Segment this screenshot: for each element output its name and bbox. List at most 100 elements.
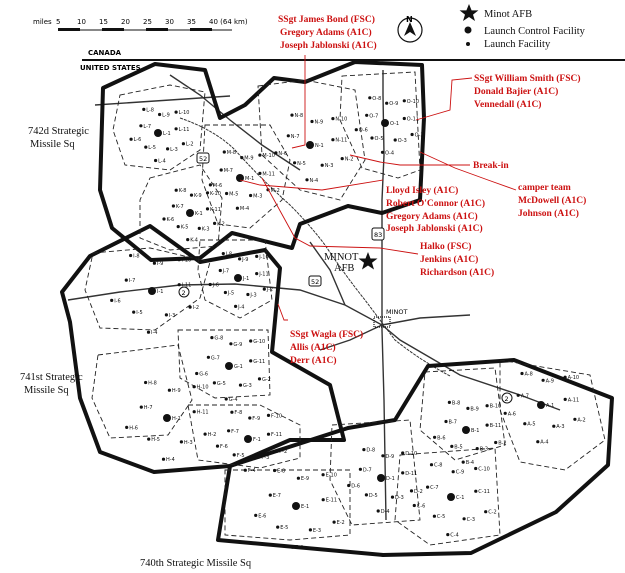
launch-site-dot: [208, 183, 212, 187]
launch-site-label: L-4: [158, 159, 166, 165]
launch-site-dot: [254, 513, 258, 518]
launch-site-label: D-9: [385, 454, 394, 460]
launch-site-label: I-7: [129, 278, 135, 284]
launch-site-label: J-3: [249, 293, 256, 299]
launch-site-label: H-10: [197, 385, 209, 391]
launch-control-label: F-1: [253, 437, 261, 443]
launch-site-label: B-6: [437, 435, 445, 441]
launch-site-dot: [266, 432, 271, 436]
launch-site-dot: [240, 156, 244, 160]
launch-site-dot: [332, 520, 336, 524]
launch-site-label: O-11: [407, 117, 419, 123]
launch-site-dot: [257, 377, 262, 381]
launch-site-dot: [331, 117, 335, 121]
launch-site-label: J-4: [237, 304, 244, 310]
launch-control-dot: [537, 401, 545, 409]
launch-site-label: B-7: [449, 420, 457, 426]
launch-site-dot: [255, 254, 259, 258]
launch-site-dot: [390, 495, 395, 499]
launch-site-label: L-10: [179, 110, 190, 116]
launch-site-dot: [401, 451, 405, 455]
annotation-line: Halko (FSC): [420, 241, 471, 252]
launch-site-dot: [274, 151, 278, 155]
launch-site-label: C-5: [437, 514, 445, 520]
launch-site-label: J-5: [227, 291, 234, 297]
launch-control-dot: [186, 209, 194, 217]
launch-site-label: M-4: [240, 206, 249, 212]
launch-site-label: E-8: [277, 469, 285, 475]
launch-site-dot: [176, 225, 180, 229]
launch-site-dot: [466, 406, 470, 410]
boundary-740th-squadron: [216, 358, 614, 557]
launch-site-label: A-4: [540, 440, 548, 446]
launch-site-dot: [225, 191, 229, 196]
launch-site-dot: [485, 404, 489, 408]
launch-site-label: D-8: [366, 448, 375, 454]
launch-site-label: H-2: [208, 432, 217, 438]
launch-control-dot: [462, 426, 470, 434]
launch-site-dot: [129, 137, 133, 141]
launch-site-label: A-10: [568, 375, 579, 381]
launch-site-dot: [296, 476, 300, 480]
launch-site-label: O-9: [389, 101, 398, 107]
small-dot-icon: [466, 42, 470, 46]
launch-site-dot: [450, 444, 454, 448]
launch-site-dot: [174, 127, 178, 131]
launch-site-label: H-9: [172, 388, 181, 394]
launch-site-label: A-11: [568, 397, 579, 403]
launch-site-dot: [563, 375, 567, 379]
launch-control-dot: [163, 414, 171, 422]
launch-site-label: L-7: [143, 124, 151, 130]
svg-text:83: 83: [374, 231, 382, 239]
launch-control-label: I-1: [157, 289, 163, 295]
launch-control-dot: [225, 362, 233, 370]
launch-site-dot: [221, 252, 225, 256]
launch-site-dot: [192, 410, 196, 414]
launch-control-label: L-1: [163, 131, 171, 137]
legend-label-lcf: Launch Control Facility: [484, 26, 586, 37]
launch-site-label: M-7: [224, 168, 233, 174]
launch-site-dot: [563, 397, 567, 401]
annotation-line: McDowell (A1C): [518, 195, 586, 206]
launch-site-label: M-9: [244, 156, 253, 162]
launch-site-dot: [186, 238, 190, 242]
launch-site-label: D-5: [369, 493, 378, 499]
launch-site-dot: [144, 380, 148, 385]
scale-tick-15: 15: [99, 18, 108, 26]
launch-site-dot: [474, 489, 478, 493]
boundary-742d-squadron: [98, 60, 426, 262]
launch-site-label: C-2: [488, 510, 496, 516]
launch-site-dot: [268, 493, 272, 497]
launch-site-dot: [305, 178, 309, 182]
launch-site-dot: [370, 136, 374, 140]
launch-site-label: J-10: [258, 254, 268, 260]
launch-site-dot: [171, 204, 175, 208]
international-border: CANADA UNITED STATES: [80, 49, 625, 72]
launch-site-label: C-11: [478, 489, 490, 495]
launch-site-dot: [124, 278, 128, 282]
filled-dot-icon: [464, 26, 472, 34]
legend-label-minot-afb: Minot AFB: [484, 9, 532, 20]
launch-site-label: E-10: [326, 473, 337, 479]
annotation-line: camper team: [518, 183, 571, 193]
launch-site-dot: [189, 193, 194, 197]
launch-site-label: H-6: [129, 425, 138, 431]
launch-site-dot: [446, 533, 450, 537]
launch-control-label: A-1: [546, 403, 554, 409]
launch-site-dot: [262, 287, 266, 291]
launch-site-label: H-11: [197, 410, 209, 416]
launch-site-dot: [174, 188, 178, 192]
annotation-leaders: [239, 55, 517, 321]
launch-site-label: G-3: [243, 383, 252, 389]
highway-shield-2b: 2: [501, 392, 513, 404]
launch-site-label: L-2: [186, 142, 194, 148]
minot-afb-label-line1: MINOT: [324, 252, 359, 263]
annotation-line: Allis (A1C): [290, 342, 336, 353]
launch-site-dot: [310, 119, 314, 124]
launch-site-dot: [340, 157, 344, 161]
launch-site-label: O-2: [415, 133, 424, 139]
launch-site-label: A-6: [508, 411, 516, 417]
launch-site-dot: [376, 509, 380, 513]
launch-site-label: E-7: [273, 493, 281, 499]
